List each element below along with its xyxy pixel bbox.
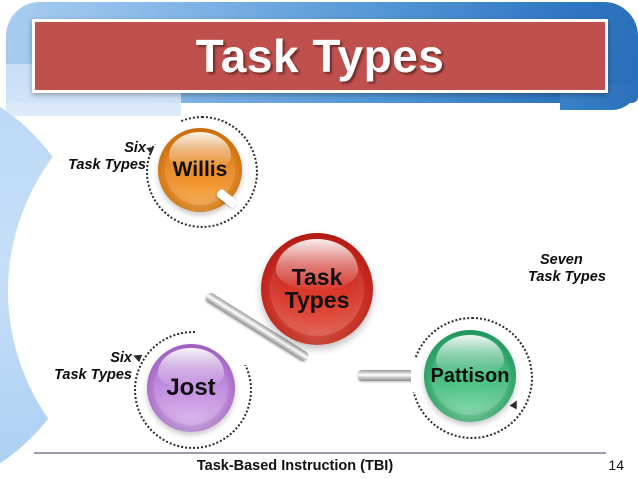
node-jost-label: Jost: [166, 373, 216, 401]
slide-title: Task Types: [195, 30, 445, 82]
center-node-label: Task Types: [284, 263, 350, 313]
callout-jost: Six Task Types: [10, 350, 132, 384]
footer-title: Task-Based Instruction (TBI): [196, 458, 394, 474]
center-node-label-line2: Types: [284, 287, 350, 313]
node-task-types-center[interactable]: Task Types: [261, 233, 373, 345]
node-willis-label: Willis: [172, 158, 228, 182]
ring-arrowhead-jost: [131, 351, 143, 363]
slide-title-plate: Task Types: [32, 19, 608, 93]
callout-jost-line2: Task Types: [54, 367, 132, 384]
callout-pattison: Seven Task Types: [528, 252, 638, 286]
callout-willis-line1: Six: [124, 140, 146, 156]
page-number: 14: [608, 457, 624, 473]
callout-jost-line1: Six: [110, 350, 132, 366]
node-pattison-label: Pattison: [430, 364, 510, 387]
callout-willis-line2: Task Types: [68, 157, 146, 174]
callout-pattison-line1: Seven: [540, 252, 583, 268]
ring-arrowhead-pattison: [509, 398, 521, 410]
node-jost[interactable]: Jost: [147, 344, 235, 432]
node-pattison[interactable]: Pattison: [424, 330, 516, 422]
task-types-diagram: Willis Jost Pattison Task Types Six Task…: [0, 100, 638, 449]
callout-pattison-line2: Task Types: [528, 269, 606, 286]
footer-divider: [34, 452, 606, 454]
center-node-label-line1: Task: [291, 263, 343, 290]
callout-willis: Six Task Types: [24, 140, 146, 174]
ring-arrowhead-willis: [146, 143, 157, 155]
